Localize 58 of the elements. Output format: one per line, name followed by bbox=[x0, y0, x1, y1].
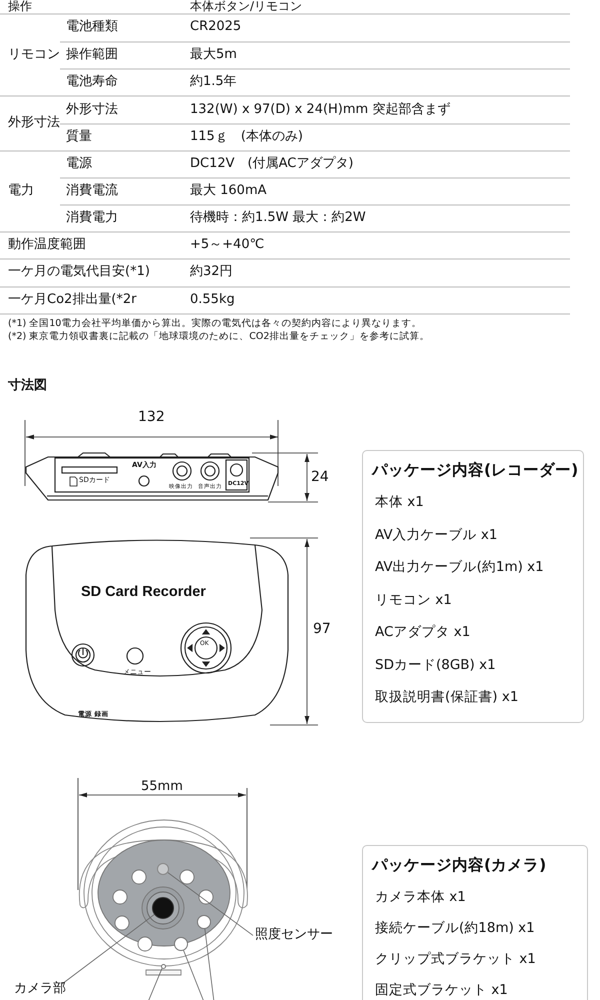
package-item: クリップ式ブラケット x1 bbox=[375, 951, 536, 969]
spec-value: 約1.5年 bbox=[190, 74, 237, 91]
package-item: 接続ケーブル(約18m) x1 bbox=[375, 920, 535, 938]
spec-value: 待機時：約1.5W 最大：約2W bbox=[190, 210, 366, 227]
dimension-text: 97 bbox=[313, 620, 331, 638]
package-heading: パッケージ内容(レコーダー) bbox=[372, 460, 578, 480]
spec-value: 132(W) x 97(D) x 24(H)mm 突起部含まず bbox=[190, 102, 450, 119]
package-heading: パッケージ内容(カメラ) bbox=[372, 855, 546, 876]
package-item: AV入力ケーブル x1 bbox=[375, 526, 498, 544]
leader-line bbox=[204, 928, 214, 1000]
spec-label: 一ケ月Co2排出量(*2r bbox=[8, 292, 136, 309]
footnote: (*1) 全国10電力会社平均単価から算出。実際の電気代は各々の契約内容により異なります。 bbox=[8, 318, 422, 330]
spec-label: 操作範囲 bbox=[66, 47, 118, 64]
package-item: リモコン x1 bbox=[375, 592, 452, 610]
package-item: 固定式ブラケット x1 bbox=[375, 982, 508, 1000]
callout-text: 照度センサー bbox=[255, 927, 333, 944]
spec-label: 電源 bbox=[66, 156, 92, 173]
spec-label: 消費電力 bbox=[66, 210, 118, 227]
dimension-text: 132 bbox=[138, 408, 165, 426]
product-name-text: SD Card Recorder bbox=[81, 583, 206, 602]
leader-line bbox=[62, 914, 155, 984]
package-item: ACアダプタ x1 bbox=[375, 624, 470, 642]
dimension-text: 55mm bbox=[141, 779, 183, 796]
package-item: AV出力ケーブル(約1m) x1 bbox=[375, 559, 544, 577]
spec-value: 最大 160mA bbox=[190, 183, 267, 200]
package-box bbox=[362, 450, 584, 723]
spec-value: CR2025 bbox=[190, 19, 242, 36]
leader-line bbox=[167, 872, 254, 936]
footnote: (*2) 東京電力領収書裏に記載の「地球環境のために、CO2排出量をチェック」を参考に試算。 bbox=[8, 331, 430, 344]
spec-label: 電池種類 bbox=[66, 19, 118, 36]
part-circle bbox=[174, 937, 188, 951]
part-circle bbox=[160, 964, 166, 968]
spec-label: 電池寿命 bbox=[66, 74, 118, 91]
spec-label: 外形寸法 bbox=[66, 102, 118, 119]
spec-value: +5～+40℃ bbox=[190, 237, 264, 254]
spec-value: 115ｇ (本体のみ) bbox=[190, 129, 303, 146]
package-item: 本体 x1 bbox=[375, 494, 424, 512]
spec-value: 本体ボタン/リモコン bbox=[190, 0, 302, 13]
callout-text: カメラ部 bbox=[14, 981, 66, 998]
spec-label: 外形寸法 bbox=[8, 115, 60, 132]
section-heading: 寸法図 bbox=[8, 378, 47, 395]
spec-label: 消費電流 bbox=[66, 183, 118, 200]
package-item: 取扱説明書(保証書) x1 bbox=[375, 689, 518, 707]
spec-label: 動作温度範囲 bbox=[8, 237, 86, 254]
spec-value: 最大5m bbox=[190, 47, 237, 64]
package-item: SDカード(8GB) x1 bbox=[375, 656, 496, 674]
spec-value: 0.55kg bbox=[190, 292, 235, 309]
spec-label: 操作 bbox=[8, 0, 32, 13]
package-box bbox=[362, 845, 588, 1000]
leader-line bbox=[183, 950, 204, 1000]
package-item: カメラ本体 x1 bbox=[375, 889, 466, 907]
dimension-text: 24 bbox=[311, 468, 329, 486]
spec-value: DC12V (付属ACアダプタ) bbox=[190, 156, 354, 173]
spec-label: リモコン bbox=[8, 47, 60, 64]
spec-label: 一ケ月の電気代目安(*1) bbox=[8, 264, 150, 281]
spec-label: 質量 bbox=[66, 129, 92, 146]
spec-value: 約32円 bbox=[190, 264, 233, 281]
spec-label: 電力 bbox=[8, 183, 34, 200]
